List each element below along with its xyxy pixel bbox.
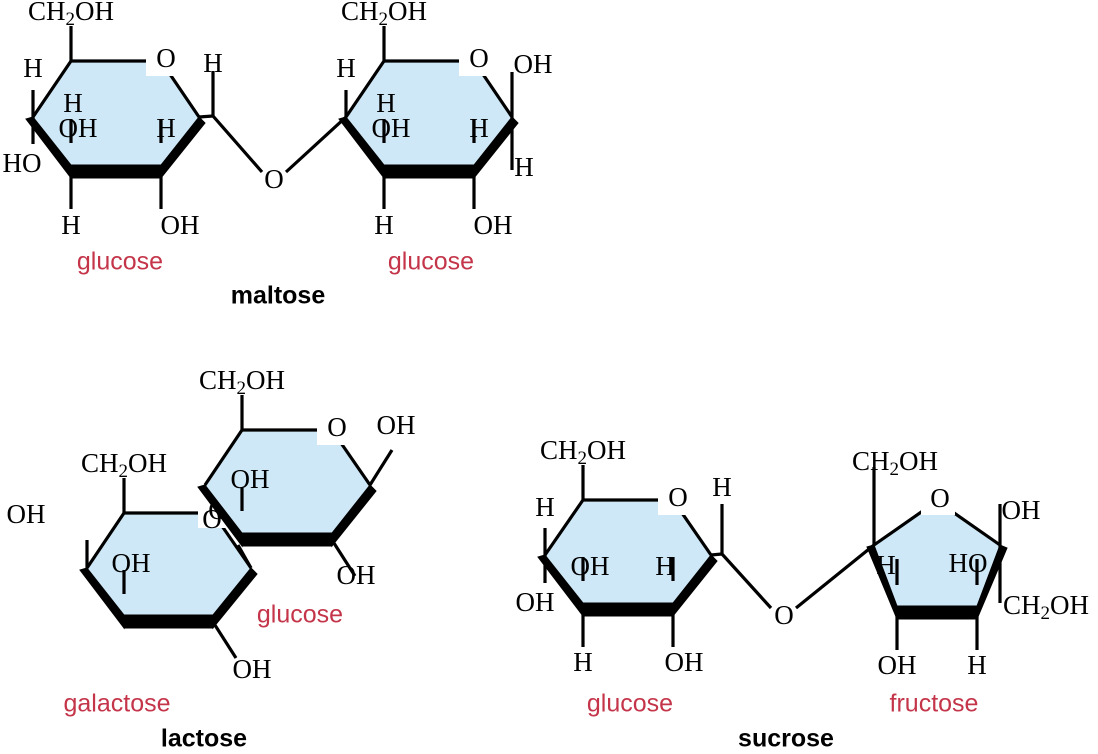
sucrose-glucose-ring	[537, 485, 718, 618]
atom-label-oh: OH	[231, 464, 270, 494]
atom-label-ring-oxygen: O	[668, 482, 688, 512]
atom-label-h: H	[967, 650, 987, 680]
atom-label-h: H	[535, 492, 555, 522]
atom-label-h: H	[712, 472, 732, 502]
atom-label-glycosidic-oxygen: O	[774, 600, 794, 630]
sugar-label-glucose: glucose	[77, 248, 163, 276]
atom-label-ch2oh: CH2OH	[81, 448, 167, 482]
atom-label-glycosidic-oxygen: O	[264, 164, 284, 194]
atom-label-ring-oxygen: O	[469, 43, 489, 73]
sugar-label-glucose: glucose	[257, 601, 343, 629]
atom-label-ch2oh: CH2OH	[199, 365, 285, 399]
lactose-glucose-ring	[197, 415, 377, 548]
atom-label-oh: OH	[233, 654, 272, 684]
atom-label-h: H	[376, 88, 396, 118]
atom-label-h: H	[573, 647, 593, 677]
atom-label-ring-oxygen: O	[327, 412, 347, 442]
sucrose-glucose-anomeric	[710, 504, 773, 610]
sucrose-fructose-ring	[866, 487, 1008, 620]
maltose-glucose-right-ring	[338, 46, 519, 180]
atom-label-oh: OH	[514, 49, 553, 79]
atom-label-h: H	[156, 113, 176, 143]
atom-label-oh: OH	[665, 647, 704, 677]
maltose-left-anomeric	[198, 71, 264, 174]
atom-label-h: H	[61, 210, 81, 240]
atom-label-ho: HO	[3, 148, 42, 178]
atom-label-oh: OH	[59, 113, 98, 143]
atom-label-h: H	[374, 210, 394, 240]
atom-label-oh: OH	[878, 650, 917, 680]
maltose-glucose-left-substituent-bonds	[31, 26, 163, 209]
atom-label-ch2oh: CH2OH	[1003, 590, 1089, 624]
atom-label-h: H	[469, 113, 489, 143]
lactose-galactose-substituent-bonds	[85, 478, 238, 659]
sucrose-glucose-substituent-bonds	[543, 465, 675, 647]
lactose-glucose-substituent-bonds	[240, 395, 394, 577]
atom-label-oh: OH	[571, 551, 610, 581]
lactose-galactose-ring	[79, 498, 258, 630]
atom-label-oh: OH	[377, 410, 416, 440]
sugar-label-glucose: glucose	[587, 690, 673, 718]
atom-label-ch2oh: CH2OH	[28, 0, 114, 30]
atom-label-h: H	[655, 551, 675, 581]
atom-label-h: H	[203, 48, 223, 78]
atom-label-oh: OH	[516, 587, 555, 617]
atom-label-oh: OH	[112, 548, 151, 578]
atom-label-ch2oh: CH2OH	[341, 0, 427, 30]
atom-label-oh: OH	[7, 499, 46, 529]
atom-label-h: H	[336, 53, 356, 83]
disaccharide-label-sucrose: sucrose	[738, 725, 834, 753]
sugar-label-fructose: fructose	[890, 690, 979, 718]
sugar-label-glucose: glucose	[388, 248, 474, 276]
atom-label-oh: OH	[1002, 495, 1041, 525]
atom-label-oh: OH	[161, 210, 200, 240]
atom-label-oh: OH	[474, 210, 513, 240]
atom-label-h: H	[876, 550, 896, 580]
sugar-label-galactose: galactose	[63, 690, 170, 718]
disaccharide-label-lactose: lactose	[161, 725, 247, 753]
atom-label-h: H	[63, 88, 83, 118]
atom-label-oh: OH	[372, 113, 411, 143]
atom-label-ring-oxygen: O	[930, 483, 950, 513]
atom-label-ho: HO	[949, 548, 988, 578]
atom-label-h: H	[514, 152, 534, 182]
sucrose-fructose-substituent-bonds	[794, 467, 1002, 650]
disaccharide-label-maltose: maltose	[231, 282, 326, 310]
atom-label-ch2oh: CH2OH	[540, 435, 626, 469]
maltose-glucose-left-ring	[25, 46, 206, 180]
atom-label-oh: OH	[337, 560, 376, 590]
atom-label-ring-oxygen: O	[156, 43, 176, 73]
atom-label-h: H	[23, 53, 43, 83]
maltose-glucose-right-substituent-bonds	[284, 26, 514, 209]
atom-label-ch2oh: CH2OH	[852, 446, 938, 480]
